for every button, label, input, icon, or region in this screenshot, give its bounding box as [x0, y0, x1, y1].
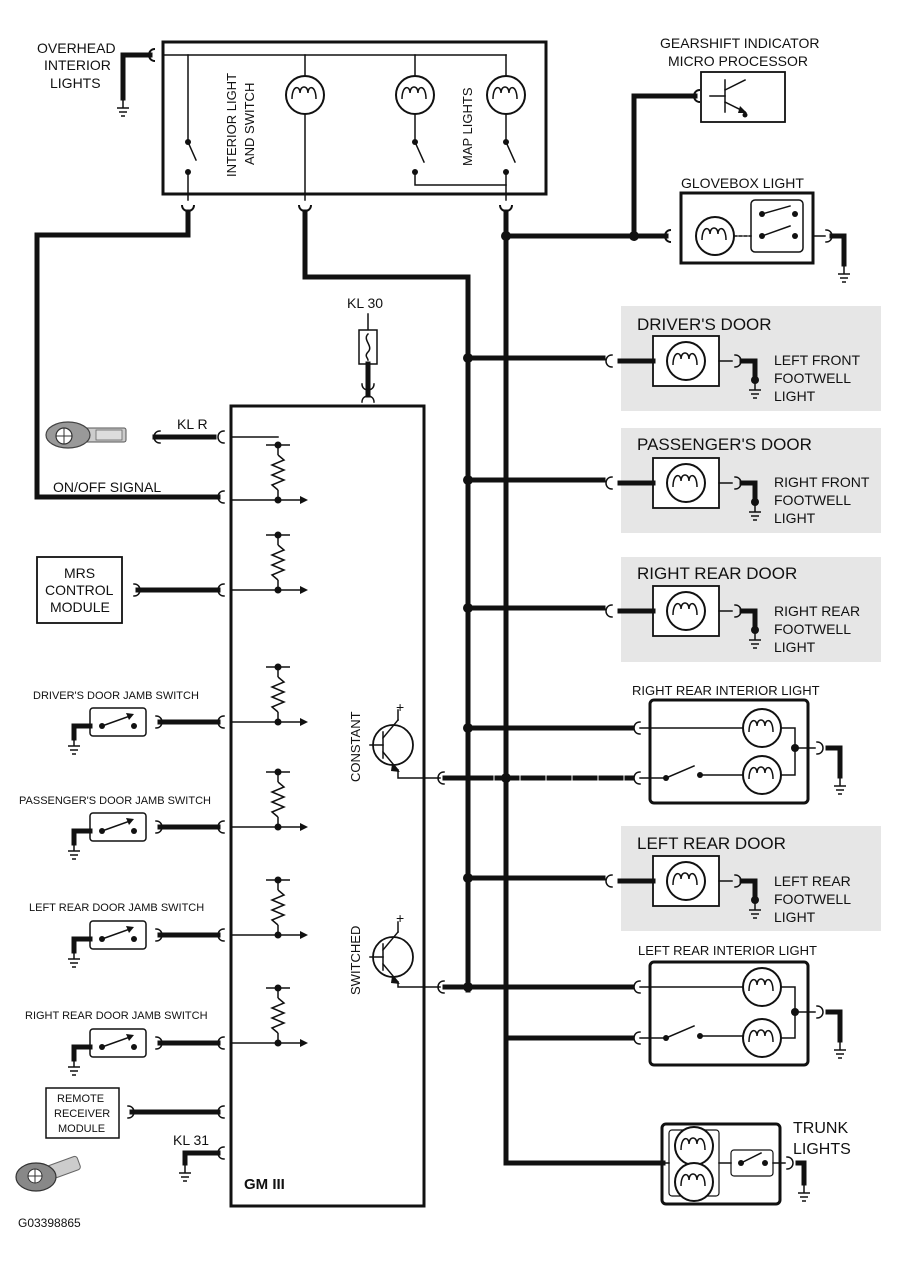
- remote-label-2: RECEIVER: [54, 1108, 110, 1120]
- map-bulb-right-icon: [486, 75, 526, 115]
- interior-bulb-icon: [285, 75, 325, 115]
- passengers-light-2: FOOTWELL: [774, 492, 851, 508]
- overhead-title-3: LIGHTS: [50, 75, 101, 91]
- trunk-label-2: LIGHTS: [793, 1141, 851, 1158]
- bulb-icon: [666, 591, 706, 631]
- right-rear-light-1: RIGHT REAR: [774, 603, 860, 619]
- bulb-icon: [674, 1162, 714, 1202]
- door-panels: DRIVER'S DOOR LEFT FRONT FOOTWELL LIGHT …: [605, 306, 881, 931]
- drivers-light-2: FOOTWELL: [774, 370, 851, 386]
- switched-label: SWITCHED: [348, 926, 363, 995]
- right-rear-interior-light: RIGHT REAR INTERIOR LIGHT: [632, 683, 847, 805]
- left-rear-light-1: LEFT REAR: [774, 873, 851, 889]
- bulb-icon: [674, 1126, 714, 1166]
- bulb-icon: [666, 341, 706, 381]
- remote-key-icon: [15, 1155, 81, 1192]
- gearshift-label-1: GEARSHIFT INDICATOR: [660, 35, 819, 51]
- bulb-icon: [742, 708, 782, 748]
- bulb-icon: [742, 967, 782, 1007]
- gearshift-label-2: MICRO PROCESSOR: [668, 53, 808, 69]
- resistor-icon: [265, 440, 309, 505]
- bulb-icon: [742, 1018, 782, 1058]
- bulb-icon: [666, 463, 706, 503]
- right-rear-door-title: RIGHT REAR DOOR: [637, 564, 797, 583]
- kl30-label: KL 30: [347, 295, 383, 311]
- glovebox-group: GLOVEBOX LIGHT: [664, 175, 851, 283]
- mrs-label-1: MRS: [64, 565, 95, 581]
- jamb-switch-icon: [89, 707, 147, 737]
- interior-light-label-1: INTERIOR LIGHT: [224, 73, 239, 177]
- trunk-label-1: TRUNK: [793, 1120, 848, 1137]
- resistor-icon: [265, 767, 309, 832]
- resistor-icon: [265, 662, 309, 727]
- right-rear-interior-label: RIGHT REAR INTERIOR LIGHT: [632, 683, 820, 698]
- left-rear-light-3: LIGHT: [774, 909, 816, 925]
- constant-label: CONSTANT: [348, 711, 363, 782]
- left-rear-interior-light: LEFT REAR INTERIOR LIGHT: [633, 943, 847, 1067]
- passengers-light-3: LIGHT: [774, 510, 816, 526]
- passengers-door-title: PASSENGER'S DOOR: [637, 435, 812, 454]
- key-icon: [45, 421, 127, 449]
- jamb-label-passenger: PASSENGER'S DOOR JAMB SWITCH: [19, 795, 211, 807]
- gm3-module: GM III CONSTANT + SWITCHED: [229, 404, 445, 1208]
- resistor-icon: [265, 875, 309, 940]
- map-bulb-left-icon: [395, 75, 435, 115]
- bus-wires: [34, 93, 698, 1166]
- map-lights-label: MAP LIGHTS: [460, 87, 475, 166]
- gearshift-group: GEARSHIFT INDICATOR MICRO PROCESSOR: [660, 35, 819, 123]
- bulb-icon: [666, 861, 706, 901]
- drivers-door-title: DRIVER'S DOOR: [637, 315, 772, 334]
- left-inputs: KL R ON/OFF SIGNAL MRS CONTROL MODULE DR…: [15, 416, 225, 1192]
- mrs-label-2: CONTROL: [45, 582, 114, 598]
- left-rear-interior-label: LEFT REAR INTERIOR LIGHT: [638, 943, 817, 958]
- remote-label-1: REMOTE: [57, 1093, 104, 1105]
- overhead-lights-box: [161, 40, 548, 196]
- remote-label-3: MODULE: [58, 1123, 105, 1135]
- figure-id: G03398865: [18, 1216, 81, 1230]
- jamb-switch-icon: [89, 1028, 147, 1058]
- drivers-light-3: LIGHT: [774, 388, 816, 404]
- right-rear-light-3: LIGHT: [774, 639, 816, 655]
- mrs-label-3: MODULE: [50, 599, 110, 615]
- drivers-light-1: LEFT FRONT: [774, 352, 861, 368]
- left-rear-light-2: FOOTWELL: [774, 891, 851, 907]
- resistor-icon: [265, 983, 309, 1048]
- trunk-lights: TRUNK LIGHTS: [660, 1120, 851, 1206]
- left-rear-door-title: LEFT REAR DOOR: [637, 834, 786, 853]
- jamb-label-left-rear: LEFT REAR DOOR JAMB SWITCH: [29, 902, 204, 914]
- gm3-box: [229, 404, 426, 1208]
- jamb-switch-icon: [89, 920, 147, 950]
- bulb-icon: [742, 755, 782, 795]
- jamb-switch-icon: [89, 812, 147, 842]
- glovebox-label: GLOVEBOX LIGHT: [681, 175, 804, 191]
- overhead-title-2: INTERIOR: [44, 57, 111, 73]
- switched-plus: +: [396, 910, 404, 926]
- constant-plus: +: [396, 699, 404, 715]
- interior-light-label-2: AND SWITCH: [242, 83, 257, 165]
- jamb-label-driver: DRIVER'S DOOR JAMB SWITCH: [33, 690, 199, 702]
- overhead-lights-group: OVERHEAD INTERIOR LIGHTS INTERIOR LIGHT …: [37, 40, 548, 212]
- passengers-light-1: RIGHT FRONT: [774, 474, 870, 490]
- jamb-label-right-rear: RIGHT REAR DOOR JAMB SWITCH: [25, 1010, 208, 1022]
- gm3-label: GM III: [244, 1176, 285, 1193]
- overhead-title-1: OVERHEAD: [37, 40, 116, 56]
- kl30-group: KL 30: [347, 295, 383, 403]
- kl31-label: KL 31: [173, 1132, 209, 1148]
- right-rear-light-2: FOOTWELL: [774, 621, 851, 637]
- on-off-signal-label: ON/OFF SIGNAL: [53, 479, 161, 495]
- ground-icon: [116, 99, 130, 117]
- kl-r-label: KL R: [177, 416, 208, 432]
- resistor-icon: [265, 530, 309, 595]
